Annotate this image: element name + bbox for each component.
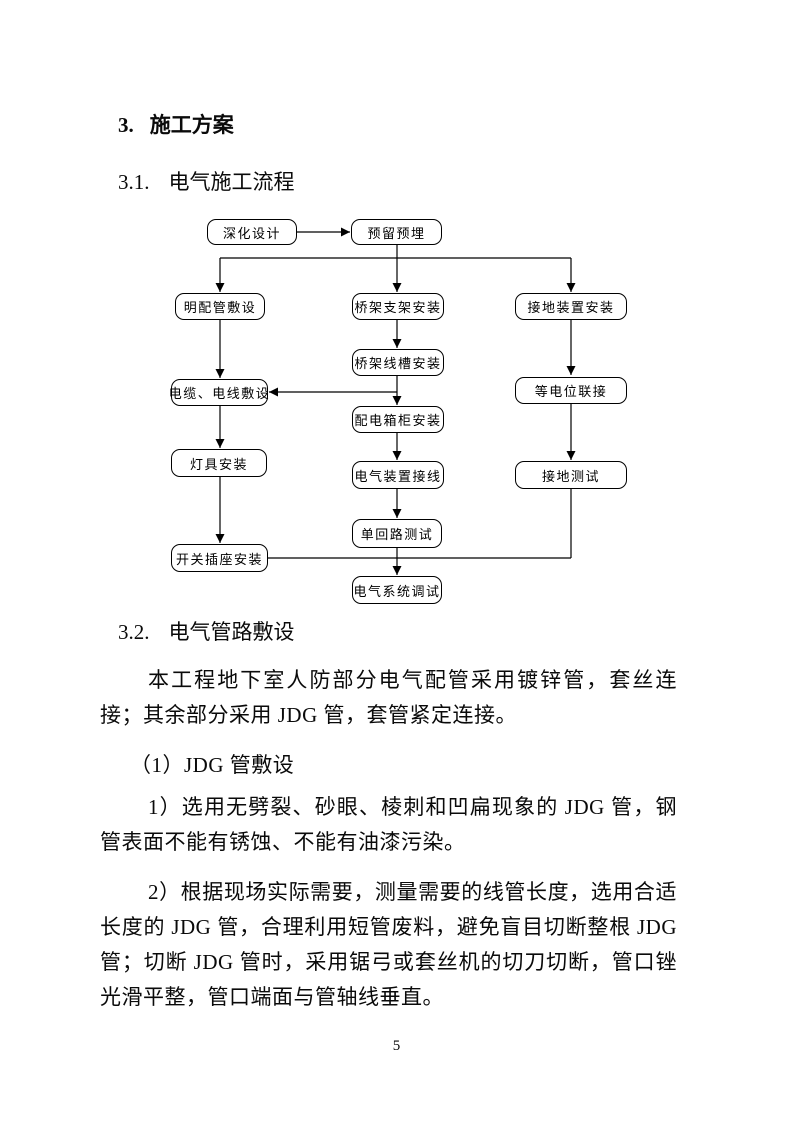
heading-text: 施工方案	[149, 113, 234, 137]
flowchart-node-distribution-box-install: 配电箱柜安装	[352, 406, 444, 433]
flowchart-node-tray-trunking-install: 桥架线槽安装	[352, 349, 444, 376]
heading-number: 3.1.	[118, 170, 150, 194]
flowchart-node-single-circuit-test: 单回路测试	[352, 519, 442, 548]
flowchart-node-switch-socket-install: 开关插座安装	[171, 544, 268, 572]
section-heading-3-2: 3.2. 电气管路敷设	[118, 618, 295, 646]
flowchart-node-cable-wire-laying: 电缆、电线敷设	[169, 379, 269, 406]
flowchart-node-electrical-device-wiring: 电气装置接线	[352, 461, 444, 489]
paragraph-jdg-laying-title: （1）JDG 管敷设	[130, 753, 295, 777]
paragraph-jdg-item-2: 2）根据现场实际需要，测量需要的线管长度，选用合适长度的 JDG 管，合理利用短…	[100, 880, 677, 1009]
page-number: 5	[392, 1038, 401, 1054]
flowchart-node-deepen-design: 深化设计	[207, 219, 297, 245]
flowchart-node-lighting-fixture-install: 灯具安装	[171, 449, 267, 477]
heading-text: 电气管路敷设	[168, 620, 295, 644]
flowchart-node-equipotential-bonding: 等电位联接	[515, 377, 627, 404]
heading-number: 3.2.	[118, 620, 150, 644]
flowchart-node-exposed-conduit-laying: 明配管敷设	[175, 293, 265, 320]
flowchart-node-grounding-test: 接地测试	[515, 461, 627, 489]
paragraph-jdg-item-1: 1）选用无劈裂、砂眼、棱刺和凹扁现象的 JDG 管，钢管表面不能有锈蚀、不能有油…	[100, 795, 677, 854]
flowchart-node-electrical-system-commissioning: 电气系统调试	[352, 576, 442, 604]
paragraph-pipe-laying-intro: 本工程地下室人防部分电气配管采用镀锌管，套丝连接；其余部分采用 JDG 管，套管…	[100, 668, 677, 727]
section-heading-3-1: 3.1. 电气施工流程	[118, 168, 295, 196]
flowchart-node-reserve-embed: 预留预埋	[351, 219, 442, 245]
heading-text: 电气施工流程	[168, 170, 295, 194]
flowchart-node-grounding-device-install: 接地装置安装	[515, 293, 627, 320]
flowchart-node-tray-bracket-install: 桥架支架安装	[352, 293, 444, 320]
heading-number: 3.	[118, 113, 134, 137]
section-heading-3: 3. 施工方案	[118, 111, 234, 139]
